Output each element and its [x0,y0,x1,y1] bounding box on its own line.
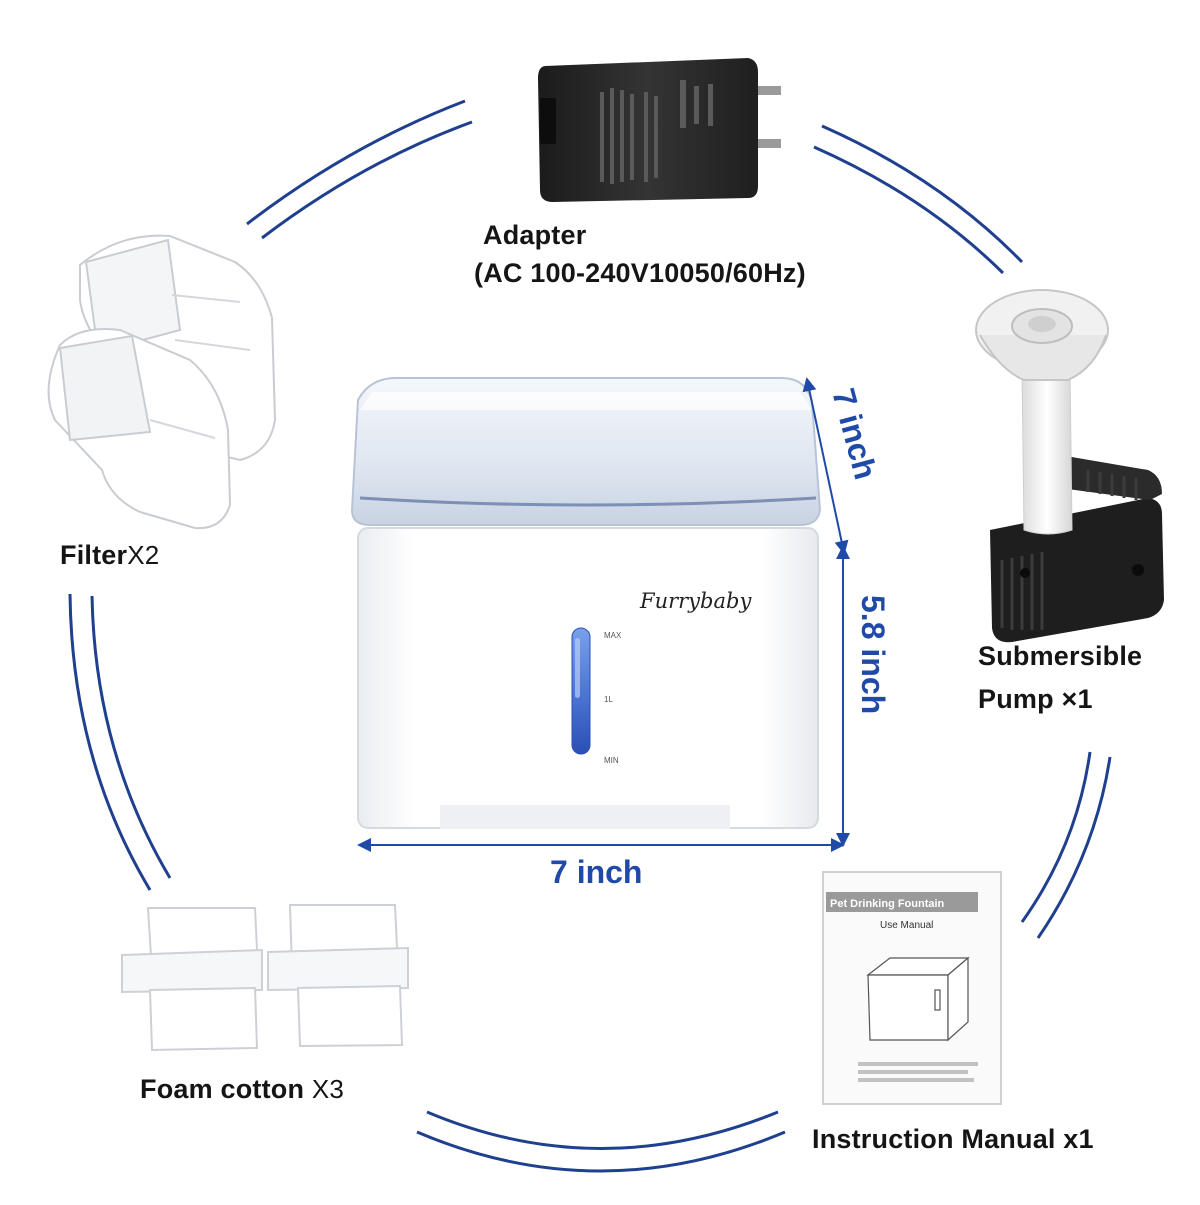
arc-right-outer [1036,756,1112,939]
foam-cotton-name: Foam cotton [140,1074,305,1104]
instruction-manual: Pet Drinking Fountain Use Manual [822,871,1002,1105]
depth-dimension-line [802,377,849,555]
water-fountain: Furrybaby MAX 1L MIN [350,377,822,829]
foam-cotton-pads [121,904,409,1052]
foam-cotton-quantity: X3 [311,1074,345,1104]
circle-arcs [68,99,1112,1173]
arc-top-right-inner [813,145,1005,275]
power-adapter [538,58,781,202]
depth-dimension-label: 7 inch [825,384,884,483]
foam-cotton-label: Foam cotton X3 [140,1074,344,1105]
filter-quantity: X2 [127,540,160,570]
submersible-pump [975,289,1164,643]
arc-top-left-outer [246,99,466,226]
height-dimension-label: 5.8 inch [855,595,891,714]
water-level-max: MAX [604,631,622,640]
filter-label: FilterX2 [60,540,159,571]
adapter-name: Adapter [483,220,587,250]
pump-name: Submersible [978,641,1143,671]
manual-name: Instruction Manual x1 [812,1124,1094,1154]
adapter-label: Adapter [483,220,586,251]
water-level-min: MIN [604,756,619,765]
arc-bottom-outer [416,1130,786,1173]
brand-logo: Furrybaby [639,589,752,613]
arc-right-inner [1020,751,1092,923]
pump-label-line-2: Pump ×1 [978,684,1093,715]
pump-label-line-1: Submersible [978,641,1142,672]
arc-top-right-outer [821,124,1024,264]
arc-bottom-inner [426,1110,779,1150]
arc-left-outer [68,593,152,891]
dimension-lines [357,377,850,852]
manual-label: Instruction Manual x1 [812,1124,1094,1155]
filter-pads [47,234,277,530]
width-dimension-label: 7 inch [550,854,642,890]
manual-cover-title: Pet Drinking Fountain [830,898,945,910]
manual-cover-subtitle: Use Manual [880,920,933,931]
arc-left-inner [90,595,172,879]
arc-top-left-inner [261,120,473,240]
adapter-spec: (AC 100-240V10050/60Hz) [474,258,806,288]
pump-quantity: Pump ×1 [978,684,1093,714]
adapter-spec-label: (AC 100-240V10050/60Hz) [474,258,806,289]
water-level-1l: 1L [604,695,613,704]
filter-name: Filter [60,540,128,570]
